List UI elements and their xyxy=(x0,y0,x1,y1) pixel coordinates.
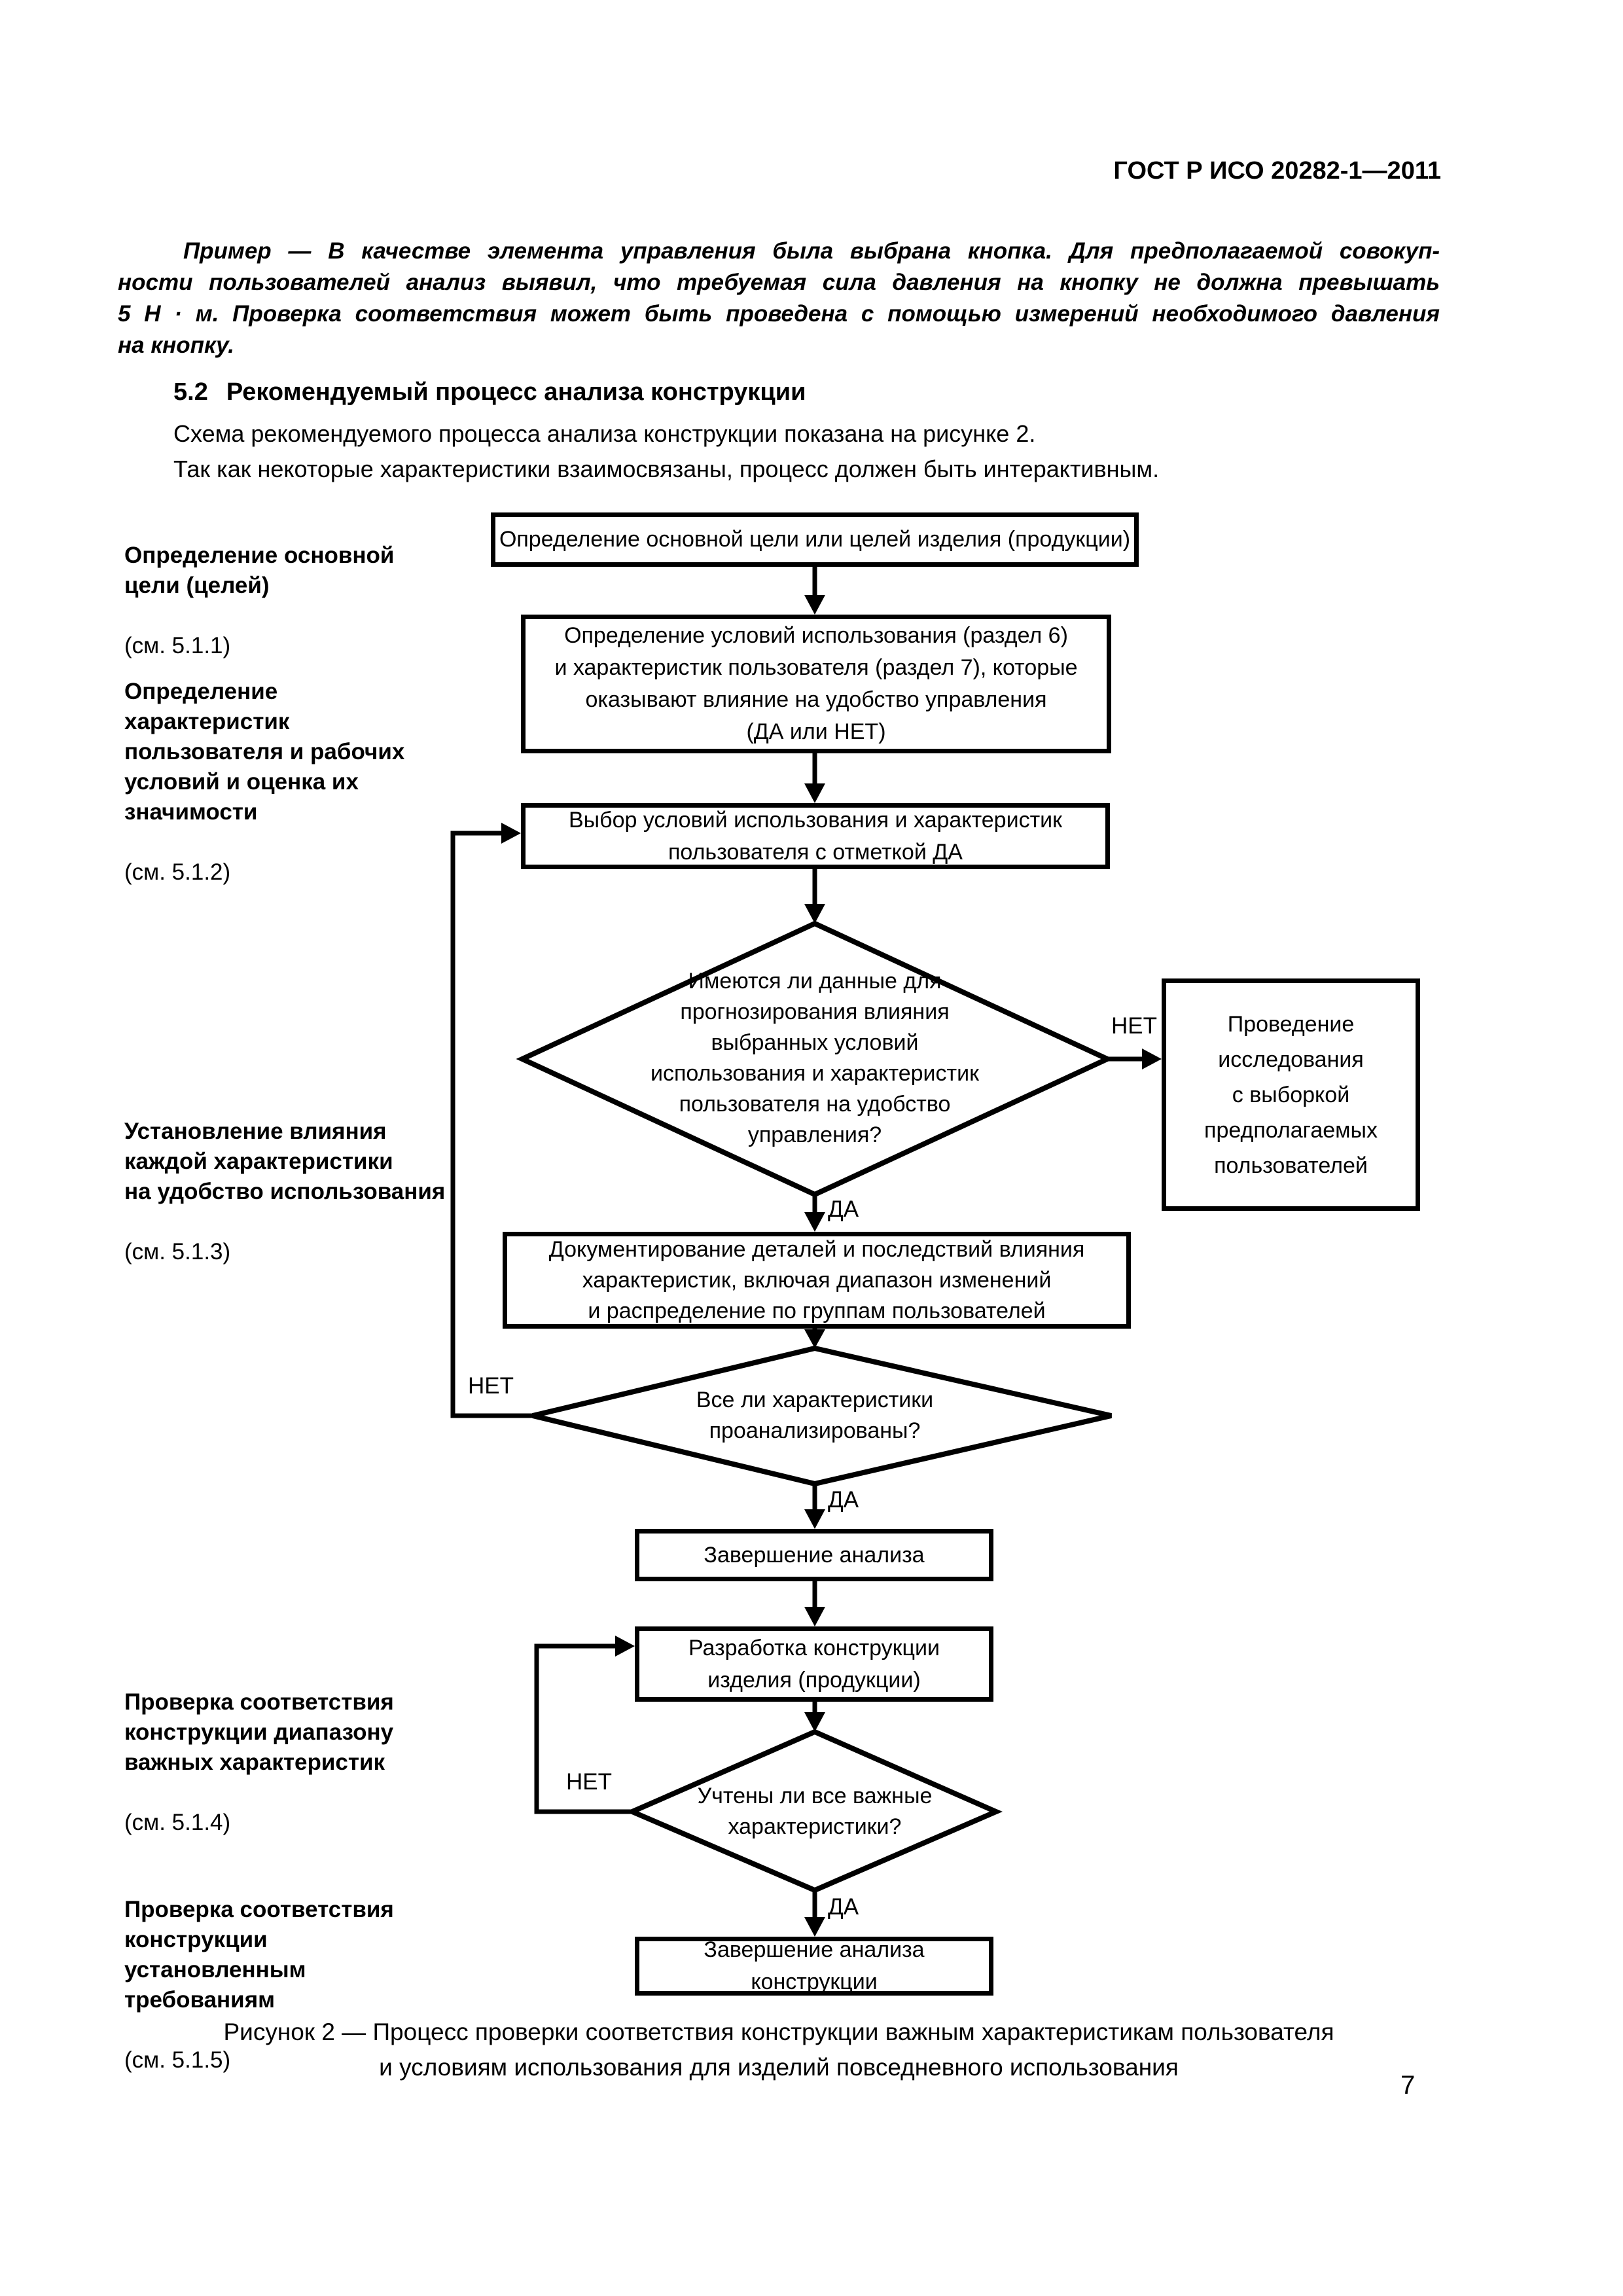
example-line: ности пользователей анализ выявил, что т… xyxy=(118,270,1440,295)
decision-text-all-considered: Учтены ли все важные характеристики? xyxy=(697,1784,933,1839)
example-line: Пример — В качестве элемента управления … xyxy=(183,238,1440,264)
process-box-define-goal: Определение основной цели или целей изде… xyxy=(491,512,1139,567)
decision-diamond-all-analyzed xyxy=(532,1345,1112,1487)
side-label-5-1-5: Проверка соответствия конструкции устано… xyxy=(124,1897,394,2073)
process-box-select-conditions: Выбор условий использования и характерис… xyxy=(521,803,1110,869)
process-box-conduct-survey: Проведение исследования с выборкой предп… xyxy=(1162,978,1420,1211)
section-title: Рекомендуемый процесс анализа конструкци… xyxy=(226,378,806,406)
decision-diamond-all-considered xyxy=(625,1729,1003,1893)
flowchart-connectors-svg xyxy=(450,567,1162,1937)
edge-label-yes-2: ДА xyxy=(828,1487,859,1513)
section-heading: 5.2 Рекомендуемый процесс анализа констру… xyxy=(173,378,806,406)
decision-text-all-analyzed: Все ли характеристики проанализированы? xyxy=(696,1388,934,1443)
decision-diamond-data-available xyxy=(516,920,1114,1198)
body-paragraph: Так как некоторые характеристики взаимос… xyxy=(173,456,1160,482)
process-box-define-conditions: Определение условий использования (разде… xyxy=(521,615,1111,753)
side-label-5-1-3: Установление влияния каждой характеристи… xyxy=(124,1119,446,1265)
example-line: на кнопку. xyxy=(118,332,234,358)
edge-label-yes-1: ДА xyxy=(828,1196,859,1222)
example-line: 5 Н · м. Проверка соответствия может быт… xyxy=(118,301,1440,327)
arrowheads xyxy=(501,595,1162,1937)
side-label-5-1-2: Определение характеристик пользователя и… xyxy=(124,679,405,885)
body-paragraph: Схема рекомендуемого процесса анализа ко… xyxy=(173,420,1036,447)
flowchart-figure: Определение основной цели (целей) (см. 5… xyxy=(0,497,1623,2073)
decision-text-data-available: Имеются ли данные для прогнозирования вл… xyxy=(651,969,979,1147)
edge-label-no-1: НЕТ xyxy=(1111,1013,1157,1039)
process-box-document-details: Документирование деталей и последствий в… xyxy=(503,1232,1131,1329)
edge-label-no-3: НЕТ xyxy=(566,1769,612,1795)
page-number: 7 xyxy=(1400,2071,1416,2100)
side-label-5-1-1: Определение основной цели (целей) (см. 5… xyxy=(124,543,395,658)
edge-label-no-2: НЕТ xyxy=(468,1373,514,1399)
process-box-develop-design: Разработка конструкции изделия (продукци… xyxy=(635,1626,993,1702)
figure-caption: Рисунок 2 — Процесс проверки соответстви… xyxy=(223,2018,1334,2081)
process-box-complete-analysis: Завершение анализа xyxy=(635,1529,993,1581)
example-paragraph: Пример — В качестве элемента управления … xyxy=(118,236,1440,361)
process-box-complete-design-analysis: Завершение анализа конструкции xyxy=(635,1937,993,1996)
side-label-5-1-4: Проверка соответствия конструкции диапаз… xyxy=(124,1689,394,1835)
edge-label-yes-3: ДА xyxy=(828,1894,859,1920)
page-header: ГОСТ Р ИСО 20282-1—2011 xyxy=(1113,157,1441,185)
section-number: 5.2 xyxy=(173,378,208,406)
